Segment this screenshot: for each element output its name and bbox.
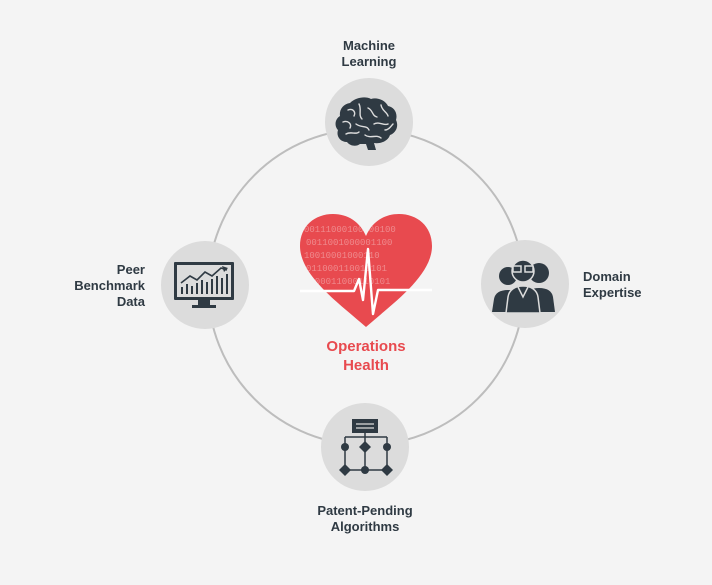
label-line: Data — [116, 294, 145, 309]
binary-row: 0011001000001100 — [306, 238, 392, 248]
label-line: Algorithms — [330, 519, 400, 534]
center-title-line2: Health — [343, 357, 389, 374]
binary-row: 00111000100000100 — [304, 225, 396, 235]
brain-icon — [335, 97, 398, 150]
binary-row: 10010001000110 — [304, 251, 380, 261]
label-machine-learning: Machine Learning — [319, 38, 419, 70]
label-line: Patent-Pending — [317, 503, 413, 518]
label-domain-expertise: Domain Expertise — [583, 269, 642, 301]
label-line: Benchmark — [74, 278, 145, 293]
label-line: Peer — [116, 262, 145, 277]
label-peer-benchmark-data: Peer Benchmark Data — [44, 262, 145, 310]
center-title: Operations Health — [296, 337, 436, 375]
binary-row: 1100011000110101 — [304, 277, 390, 287]
people-icon — [492, 259, 555, 314]
binary-pattern: 00111000100000100 0011001000001100 10010… — [304, 225, 396, 287]
label-line: Expertise — [583, 285, 642, 300]
node-circle-domain-expertise — [481, 240, 569, 328]
binary-row: 011000110011101 — [306, 264, 387, 274]
label-line: Machine — [342, 38, 395, 53]
flowchart-icon — [339, 419, 393, 476]
heartbeat-line — [300, 247, 432, 316]
label-patent-pending-algorithms: Patent-Pending Algorithms — [300, 503, 430, 535]
center-title-line1: Operations — [326, 338, 406, 355]
label-line: Domain — [583, 269, 631, 284]
label-line: Learning — [341, 54, 397, 69]
monitor-chart-icon — [174, 262, 234, 308]
